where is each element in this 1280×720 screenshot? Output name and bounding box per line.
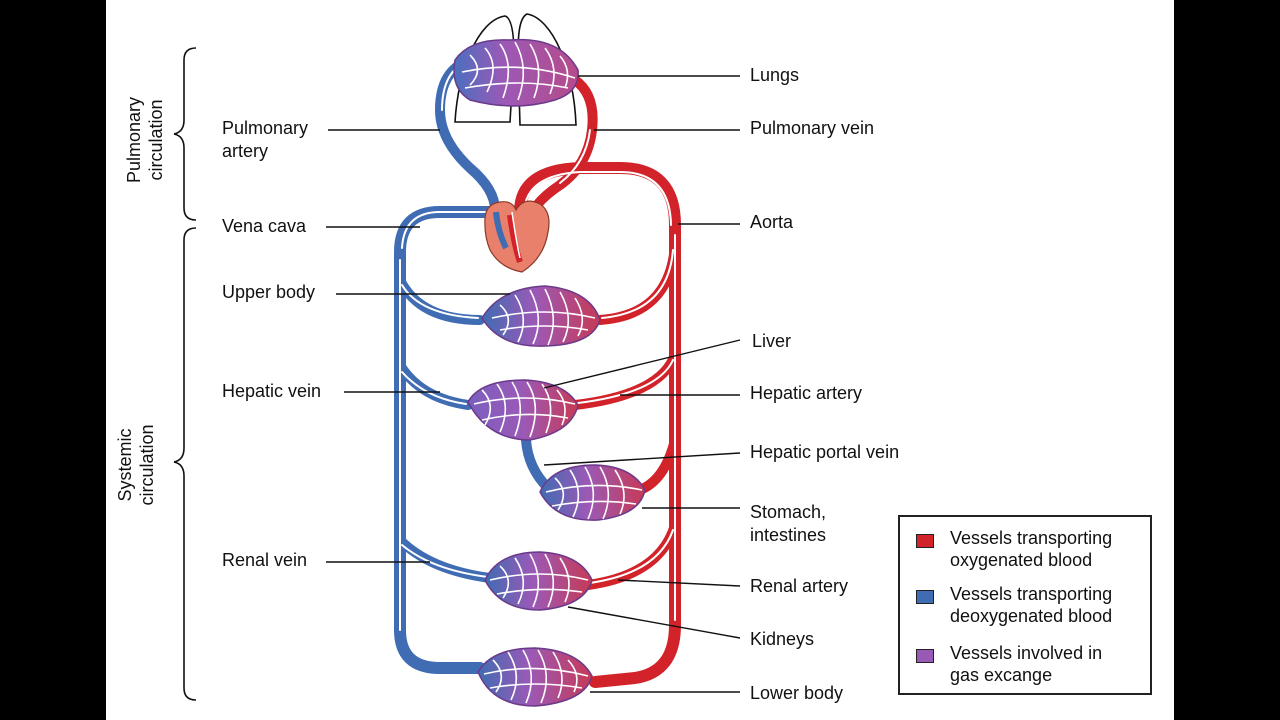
upper-body-capillaries (481, 285, 601, 347)
legend-swatch-oxygenated (916, 534, 934, 548)
liver-capillaries (467, 379, 579, 441)
pulmonary-brace (173, 47, 197, 221)
systemic-brace (173, 227, 197, 701)
kidneys-capillaries (484, 551, 593, 611)
pulmonary-artery-vessel (434, 55, 500, 217)
lungs-label: Lungs (750, 65, 800, 85)
legend-swatch-deoxygenated (916, 590, 934, 604)
pulmonary-circulation-label: Pulmonary circulation (124, 96, 166, 184)
lung-capillaries (453, 38, 579, 107)
hepatic-portal-vein-label: Hepatic portal vein (750, 442, 900, 462)
legend-label-oxygenated: Vessels transporting oxygenated blood (950, 528, 1113, 570)
vena-cava-label: Vena cava (222, 216, 307, 236)
leader-lines (326, 75, 741, 693)
lower-body-capillaries (477, 647, 593, 707)
pulmonary-vein-label: Pulmonary vein (750, 118, 875, 138)
renal-artery-label: Renal artery (750, 576, 849, 596)
hepatic-vein-label: Hepatic vein (222, 381, 322, 401)
legend-label-deoxygenated: Vessels transporting deoxygenated blood (950, 584, 1113, 626)
stomach-intestines-label: Stomach, intestines (750, 502, 827, 545)
legend: Vessels transporting oxygenated blood Ve… (898, 515, 1152, 695)
hepatic-artery-label: Hepatic artery (750, 383, 863, 403)
flow-arrows (399, 59, 676, 631)
artery-trunk (514, 162, 681, 688)
liver-label: Liver (752, 331, 792, 351)
legend-label-gas-exchange: Vessels involved in gas excange (950, 643, 1103, 685)
lower-body-label: Lower body (750, 683, 844, 703)
legend-swatch-gas-exchange (916, 649, 934, 663)
artery-branches (570, 240, 680, 590)
systemic-circulation-label: Systemic circulation (115, 424, 157, 506)
renal-vein-label: Renal vein (222, 550, 308, 570)
upper-body-label: Upper body (222, 282, 316, 302)
heart (484, 200, 550, 273)
vein-trunk (394, 206, 494, 674)
lungs-outline (454, 13, 577, 126)
kidneys-label: Kidneys (750, 629, 815, 649)
aorta-label: Aorta (750, 212, 794, 232)
pulmonary-artery-label: Pulmonary artery (222, 118, 309, 161)
stomach-intestines-capillaries (539, 464, 646, 521)
